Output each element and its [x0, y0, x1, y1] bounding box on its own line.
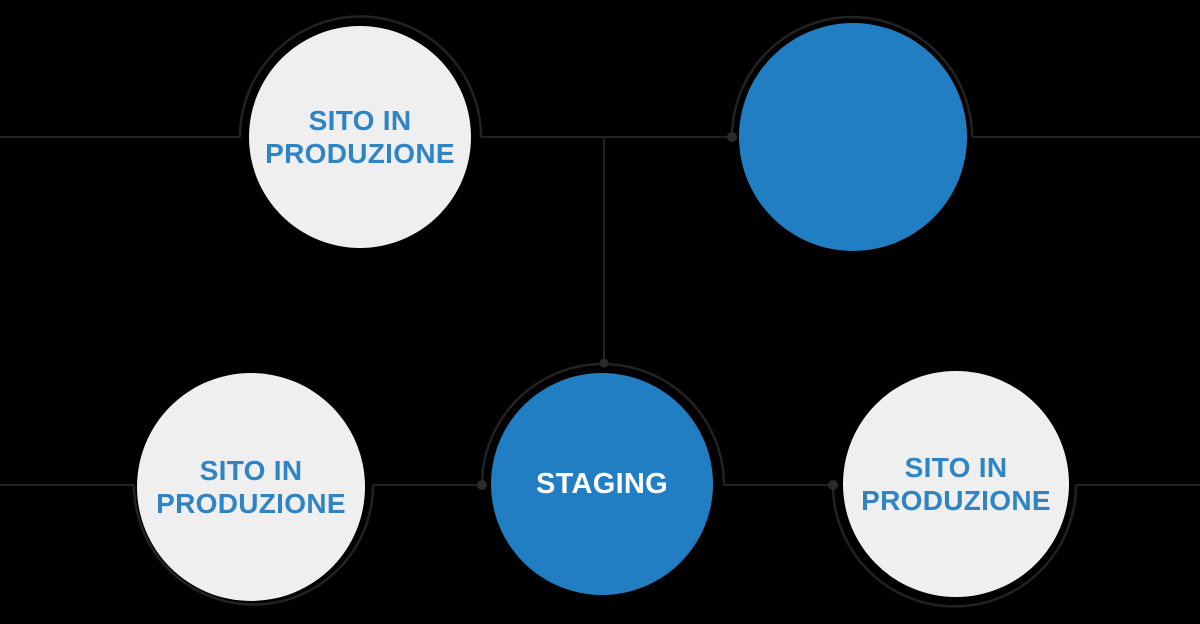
node-label-line: SITO IN — [904, 452, 1008, 483]
node-label-line: STAGING — [535, 468, 669, 500]
junction-dot-top-right-left — [727, 132, 737, 142]
hop-arc-top-left — [238, 15, 483, 138]
junction-dot-staging-top — [599, 358, 609, 368]
hop-arc-top-right — [730, 15, 974, 138]
node-sito-in-produzione-bottom-right: SITO IN PRODUZIONE — [843, 371, 1069, 597]
node-label-line: SITO IN — [199, 455, 303, 486]
node-sito-in-produzione-bottom-left: SITO IN PRODUZIONE — [137, 373, 365, 601]
junction-dot-bottom-right-left — [828, 480, 838, 490]
node-blank-top-right — [739, 23, 967, 251]
junction-dot-staging-left — [477, 480, 487, 490]
node-label-line: PRODUZIONE — [156, 488, 346, 519]
node-sito-in-produzione-top-left: SITO IN PRODUZIONE — [249, 26, 471, 248]
hop-arc-bottom-right — [831, 484, 1078, 608]
node-label-line: PRODUZIONE — [265, 138, 455, 169]
hop-arc-bottom-left — [132, 484, 375, 606]
node-staging: STAGING — [491, 373, 713, 595]
node-label-line: PRODUZIONE — [861, 485, 1051, 516]
node-label-line: SITO IN — [308, 105, 412, 136]
